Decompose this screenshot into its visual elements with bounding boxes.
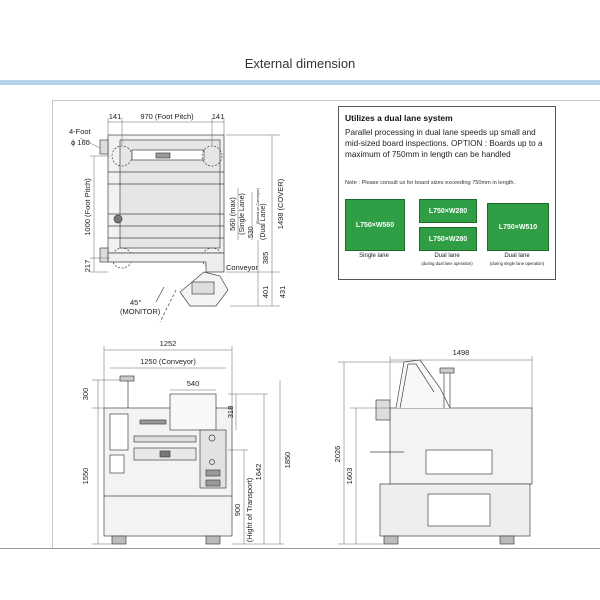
dim-141-left: 141: [109, 112, 122, 121]
dim-141-right: 141: [212, 112, 225, 121]
single-lane-caption: Single lane: [359, 253, 389, 259]
dim-431: 431: [278, 286, 287, 299]
header-divider: [0, 80, 600, 85]
dual-lane-single-board-label: L750×W510: [498, 223, 538, 231]
dual-lane-board-top-label: L750×W280: [428, 207, 468, 215]
dim-1498-cover: 1498 (COVER): [276, 178, 285, 229]
page-title: External dimension: [244, 56, 356, 71]
dim-1550: 1550: [81, 468, 90, 485]
dim-foot-pitch-vertical: 1000 (Foot Pitch): [83, 178, 92, 236]
dual-lane-board-top: L750×W280: [419, 199, 477, 223]
dual-lane-info-box: Utilizes a dual lane system Parallel pro…: [338, 106, 556, 280]
dim-560: 560 (max): [228, 197, 237, 231]
dim-hight-of-transport: (Hight of Transport): [245, 477, 254, 542]
front-view-dimension-lines: [92, 346, 284, 545]
side-view-dimension-lines: [338, 356, 533, 545]
side-dim-1603: 1603: [345, 468, 354, 485]
dual-lane-single-caption: Dual lane(during single lane operation): [489, 253, 545, 266]
dim-conveyor-1250: 1250 (Conveyor): [140, 357, 196, 366]
dim-217: 217: [83, 260, 92, 273]
top-view-dimension-lines: [79, 118, 280, 307]
info-description: Parallel processing in dual lane speeds …: [345, 128, 543, 159]
dim-1642: 1642: [254, 464, 263, 481]
foot-label: 4-Foot: [69, 127, 92, 136]
dim-530-note: (Based on Conveyor): [256, 187, 260, 224]
foot-diameter-label: ϕ 160: [71, 138, 90, 147]
dim-900: 900: [233, 504, 242, 517]
dim-530: 530: [248, 226, 255, 238]
dim-single-lane: (Single Lane): [239, 193, 246, 235]
dim-318: 318: [226, 406, 235, 419]
dim-401: 401: [261, 286, 270, 299]
dim-1850: 1850: [283, 452, 292, 469]
dim-dual-lane: (Dual Lane): [260, 203, 267, 240]
dim-300: 300: [81, 388, 90, 401]
monitor-label: (MONITOR): [120, 307, 161, 316]
dual-lane-board-bottom: L750×W280: [419, 227, 477, 251]
monitor-angle: 45°: [130, 298, 141, 307]
dim-385: 385: [261, 252, 270, 265]
info-note: Note : Please consult us for board sizes…: [345, 180, 516, 186]
dual-lane-board-bottom-label: L750×W280: [428, 235, 468, 243]
bottom-divider: [0, 548, 600, 549]
dim-1252: 1252: [160, 339, 177, 348]
single-lane-board: L750×W560: [345, 199, 405, 251]
dual-lane-single-board: L750×W510: [487, 203, 549, 251]
dual-lane-caption: Dual lane(during dual lane operation): [421, 253, 473, 266]
info-heading: Utilizes a dual lane system: [345, 113, 453, 123]
side-view-machine: [370, 359, 533, 545]
drawing-frame: [52, 100, 600, 549]
front-view-machine: [103, 375, 233, 545]
conveyor-label: Conveyor: [226, 263, 259, 272]
dim-540: 540: [187, 379, 200, 388]
side-dim-2026: 2026: [333, 446, 342, 463]
side-dim-1498: 1498: [453, 348, 470, 357]
top-view-machine: [99, 134, 229, 323]
single-lane-board-label: L750×W560: [355, 221, 395, 229]
dim-foot-pitch-horizontal: 970 (Foot Pitch): [140, 112, 194, 121]
